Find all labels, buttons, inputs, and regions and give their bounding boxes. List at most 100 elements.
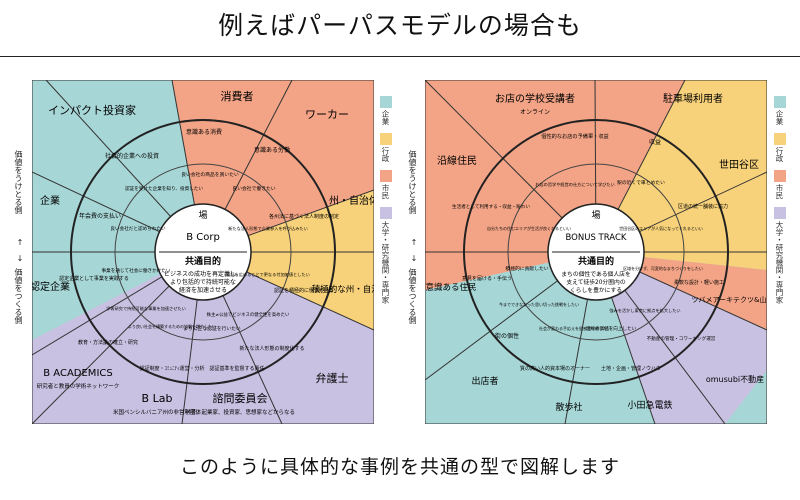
- right-center-name: BONUS TRACK: [566, 233, 627, 243]
- right-outer-conscious: 意識ある住民: [425, 282, 476, 293]
- right-outer-parking: 駐車場利用者: [663, 92, 723, 105]
- left-mid-impact: 社会的企業への投資: [105, 152, 159, 160]
- left-outer-bacad-sub: 研究者と教員の学術ネットワーク: [37, 382, 120, 390]
- right-outer-shop: 出店者: [471, 375, 498, 387]
- left-purpose-model: 場 B Corp 共通目的 ビジネスの成功を再定義し、 より包括的で持続可能な …: [32, 80, 374, 424]
- right-outer-odakyu: 小田急電鉄: [627, 399, 672, 411]
- left-outer-worker: ワーカー: [305, 108, 349, 121]
- right-axis-arrow-down: ↓: [410, 254, 418, 263]
- page-title: 例えばパーパスモデルの場合も: [218, 11, 582, 40]
- right-mid-tsubame: 柔軟な設計・軽い施工: [674, 279, 724, 286]
- left-inner-corp: 良い会社だと認められたい: [110, 225, 166, 232]
- left-mid-corp: 年会費の支払い: [79, 212, 121, 220]
- right-outer-omusubi: omusubi不動産: [706, 374, 764, 384]
- left-inner-cert: 事業を通じて社会に働きかけたい: [102, 267, 171, 274]
- right-bg-citizen: [425, 80, 685, 290]
- legend-label-government-right: 行政: [775, 147, 784, 162]
- left-outer-ring: [70, 119, 336, 385]
- left-purpose-title: 共通目的: [185, 255, 221, 267]
- left-legend: 企業 行政 市民 大学・研究機関・専門家: [379, 96, 393, 312]
- right-diagram: 場 BONUS TRACK 共通目的 まちの個性である個人店を 支えて徒歩20分…: [425, 80, 767, 424]
- right-mid-sanpo: 質の高い人的資本場のオーナー: [520, 365, 590, 372]
- left-axis-arrow-down: ↓: [16, 254, 24, 263]
- left-mid-lawyer: 新たな法人形態の制度化する: [239, 345, 304, 352]
- left-mid-worker: 意識ある労働: [254, 146, 290, 154]
- left-inner-consumer: 良い会社の商品を買いたい: [181, 171, 239, 178]
- left-outer-committee-sub: 学者、起業家、投資家、思想家などからなる: [185, 408, 295, 416]
- left-inner-bacad: 学術研究で持続可能な事業を加速させたい: [106, 305, 186, 312]
- right-inner-parking: 駅の近くで車とめたい: [617, 179, 665, 186]
- right-outer-ring: [463, 119, 729, 385]
- left-middle-ring: [114, 163, 292, 341]
- left-outer-blab-sub: 米国ペンシルバニア州の非営利団体: [113, 408, 202, 416]
- right-mid-conscious: 意見を届ける・手伝う: [462, 275, 512, 282]
- left-purpose-line-2: より包括的で持続可能な: [170, 278, 236, 286]
- legend-label-academia-right: 大学・研究機関・専門家: [775, 221, 784, 304]
- legend-swatch-government-right: [774, 133, 786, 145]
- right-axis-receive: 価値をうけとる側: [408, 150, 420, 214]
- right-inner-conscious: 積極的に貢献したい: [505, 265, 548, 272]
- left-center-name: B Corp: [186, 232, 220, 243]
- footer-caption: このように具体的な事例を共通の型で図解します: [179, 456, 620, 478]
- right-outer-sanpo: 散歩社: [555, 401, 582, 413]
- left-center-title: 場: [198, 209, 207, 221]
- left-inner-gov2: 認証を広めることで更なる付加価値としたい: [226, 271, 310, 278]
- right-inner-school: お店の哲学や経営の仕方について学びたい: [535, 181, 614, 188]
- left-mid-gov2: 認証を積極的に働きかける: [274, 287, 334, 294]
- right-inner-resident: 自分たちの住むエリアが生活が良くなるといい: [487, 225, 571, 231]
- right-inner-omusubi: 強みを活かし東京に拠点を拡大したい: [609, 307, 680, 314]
- left-mid-cert: 認定企業として事業を実践する: [59, 275, 129, 282]
- left-inner-worker: 良い会社で働きたい: [232, 185, 275, 192]
- right-purpose-line-1: まちの個性である個人店を: [561, 270, 631, 278]
- right-mid-omusubi: 不動産の管理・コワーキング運営: [647, 335, 716, 342]
- right-outer-school-sub: オンライン: [520, 109, 550, 116]
- left-mid-committee: 認証基準を監督する責任: [209, 365, 264, 372]
- left-inner-lawyer: 株主≠公益でビジネスの健全性を高めたい: [207, 311, 290, 318]
- left-outer-impact: インパクト投資家: [48, 103, 136, 117]
- right-inner-tsubame: 区域を分けず、可変的なまちづくりをしたい: [623, 265, 703, 271]
- legend-label-corporate-right: 企業: [775, 110, 784, 125]
- legend-swatch-citizen-right: [774, 170, 786, 182]
- left-axis-receive: 価値をうけとる側: [14, 150, 26, 214]
- right-axis-arrow-up: ↑: [410, 238, 418, 247]
- right-inner-shop: 今までできなかった思い切った挑戦をしたい: [499, 301, 579, 307]
- left-outer-corp: 企業: [40, 194, 60, 207]
- axis-create-label: 価値をつくる側: [14, 268, 23, 324]
- right-outer-tsubame: ツバメアーキテクツ&山菱工務店: [691, 295, 767, 304]
- left-inner-impact: 認証を受けた企業を知り、投資したい: [125, 185, 203, 192]
- right-inner-setagaya: 世田谷区のエリアが人気になってくれるといい: [619, 225, 703, 231]
- legend-label-academia: 大学・研究機関・専門家: [381, 221, 390, 304]
- right-outer-school: お店の学校受講者: [495, 92, 575, 105]
- right-mid-shop: 街の個性: [495, 332, 519, 340]
- left-outer-bacad: B ACADEMICS: [43, 368, 112, 379]
- left-mid-consumer: 意識ある消費: [186, 128, 222, 136]
- left-inner-gov: 新たな法人形態で企業参入を呼び込みたい: [228, 225, 308, 232]
- left-mid-bacad: 教育・方法論の確立・研究: [78, 339, 138, 346]
- title-divider: [0, 56, 800, 57]
- left-purpose-line-3: 経済を加速させる: [179, 286, 227, 294]
- right-purpose-model: 場 BONUS TRACK 共通目的 まちの個性である個人店を 支えて徒歩20分…: [425, 80, 767, 424]
- legend-swatch-academia: [380, 207, 392, 219]
- legend-swatch-citizen: [380, 170, 392, 182]
- axis-receive-label: 価値をうけとる側: [14, 150, 23, 214]
- legend-label-corporate: 企業: [381, 110, 390, 125]
- right-purpose-line-2: 支えて徒歩20分圏内の: [566, 278, 625, 286]
- left-mid-gov: 各州法に基づく法人制度の制定: [269, 213, 339, 220]
- legend-swatch-corporate-right: [774, 96, 786, 108]
- left-axis-create: 価値をつくる側: [14, 268, 26, 324]
- legend-label-citizen: 市民: [381, 184, 390, 199]
- left-outer-lawyer: 弁護士: [316, 371, 349, 385]
- right-mid-resident: 生活者として利用する・収益・賑わい: [452, 203, 530, 210]
- right-purpose-title: 共通目的: [578, 255, 614, 267]
- right-mid-odakyu: 土地・企画・管理ノウハウ: [601, 365, 661, 372]
- left-outer-gov: 州・自治体: [329, 194, 374, 207]
- right-inner-sanpo: 社会が変わる手応えを肌感覚で感じたい: [539, 325, 611, 331]
- left-purpose-line-1: ビジネスの成功を再定義し、: [164, 270, 242, 278]
- left-inner-committee: より公正な認証を行いたい: [183, 325, 241, 332]
- left-outer-blab: B Lab: [142, 392, 173, 405]
- left-axis-arrow-up: ↑: [16, 238, 24, 247]
- legend-swatch-government: [380, 133, 392, 145]
- right-mid-setagaya: 区道の統一舗装に協力: [678, 203, 728, 210]
- right-bg-academia: [596, 252, 767, 424]
- left-outer-committee: 諮問委員会: [213, 391, 268, 405]
